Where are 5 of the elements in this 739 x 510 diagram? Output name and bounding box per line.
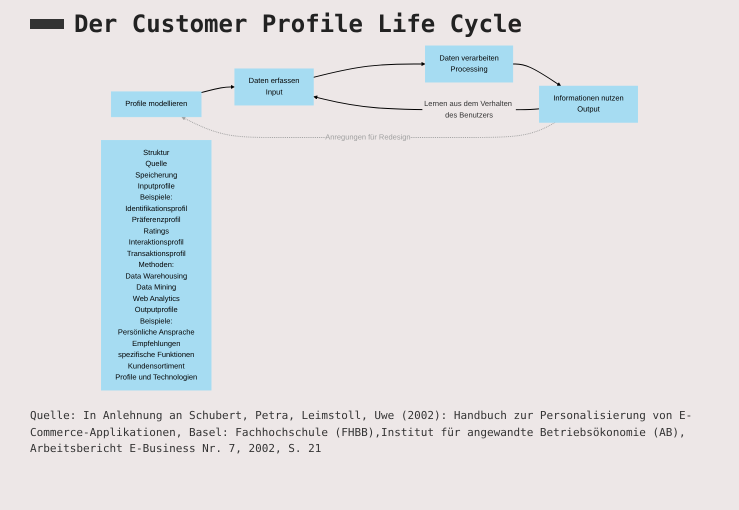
caption: Quelle: In Anlehnung an Schubert, Petra, Leimstoll, Uwe (2002): Handbuch zur Personalisierung von E-Commerce-Applikationen, Basel: Fachhochschule (FHBB),Institut für angewandte Betriebsökonomie (AB), Arbeitsbericht E-Business Nr. 7, 2002, S. 21	[29, 408, 694, 457]
arrow	[200, 84, 235, 94]
title: Der Customer Profile Life Cycle	[74, 10, 522, 38]
arrow	[313, 62, 426, 78]
arrow	[512, 64, 562, 86]
